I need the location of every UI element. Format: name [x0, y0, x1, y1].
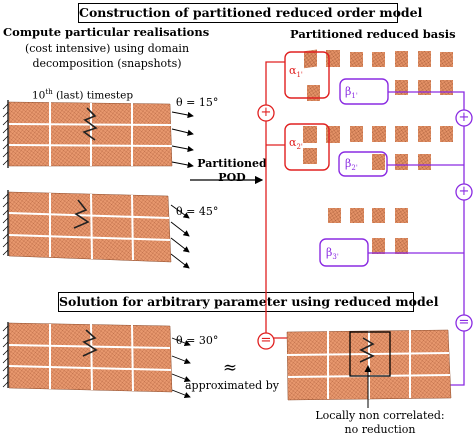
pod-label-line2: POD	[218, 171, 246, 184]
basis-row-1	[304, 49, 453, 101]
alpha2-label: α2'	[289, 136, 303, 152]
left-subtext-2: decomposition (snapshots)	[32, 57, 182, 70]
query-mesh	[2, 322, 191, 398]
note-line-2: no reduction	[344, 423, 416, 436]
theta-label-1: θ = 15°	[176, 96, 219, 109]
beta1-label: β1'	[345, 85, 358, 101]
approx-symbol: ≈	[222, 358, 238, 378]
highlight-box	[349, 331, 391, 377]
snapshot-mesh-1	[2, 100, 194, 169]
plus-icon-purple-1: +	[458, 110, 470, 125]
approx-text: approximated by	[185, 379, 279, 392]
left-subtext-1: (cost intensive) using domain	[24, 42, 190, 55]
diagram-title: Construction of partitioned reduced orde…	[78, 3, 422, 23]
timestep-label: 10th (last) timestep	[32, 88, 134, 102]
equals-icon-red: =	[260, 333, 272, 348]
basis-row-3	[328, 208, 408, 254]
alpha1-box	[284, 51, 330, 99]
reduced-mesh	[286, 329, 452, 408]
purple-plus-circle-1	[455, 109, 473, 127]
left-heading: Compute particular realisations	[3, 25, 210, 39]
alpha1-label: α1'	[289, 64, 303, 80]
basis-row-2	[303, 126, 453, 170]
beta3-label: β3'	[326, 246, 339, 262]
beta2-label: β2'	[345, 157, 358, 173]
plus-icon-red: +	[260, 105, 272, 120]
solution-title: Solution for arbitrary parameter using r…	[58, 292, 438, 312]
pod-label-line1: Partitioned	[197, 157, 267, 170]
equals-icon-purple: =	[458, 315, 470, 330]
note-line-1: Locally non correlated:	[315, 409, 445, 422]
red-equals-circle	[257, 332, 275, 350]
snapshot-mesh-2	[2, 190, 190, 269]
red-plus-circle	[257, 104, 275, 122]
beta2-box	[338, 151, 388, 177]
red-connector	[265, 61, 302, 343]
alpha2-box	[284, 123, 330, 171]
purple-equals-circle	[455, 314, 473, 332]
purple-plus-circle-2	[455, 183, 473, 201]
right-heading: Partitioned reduced basis	[290, 27, 456, 41]
plus-icon-purple-2: +	[458, 184, 470, 199]
